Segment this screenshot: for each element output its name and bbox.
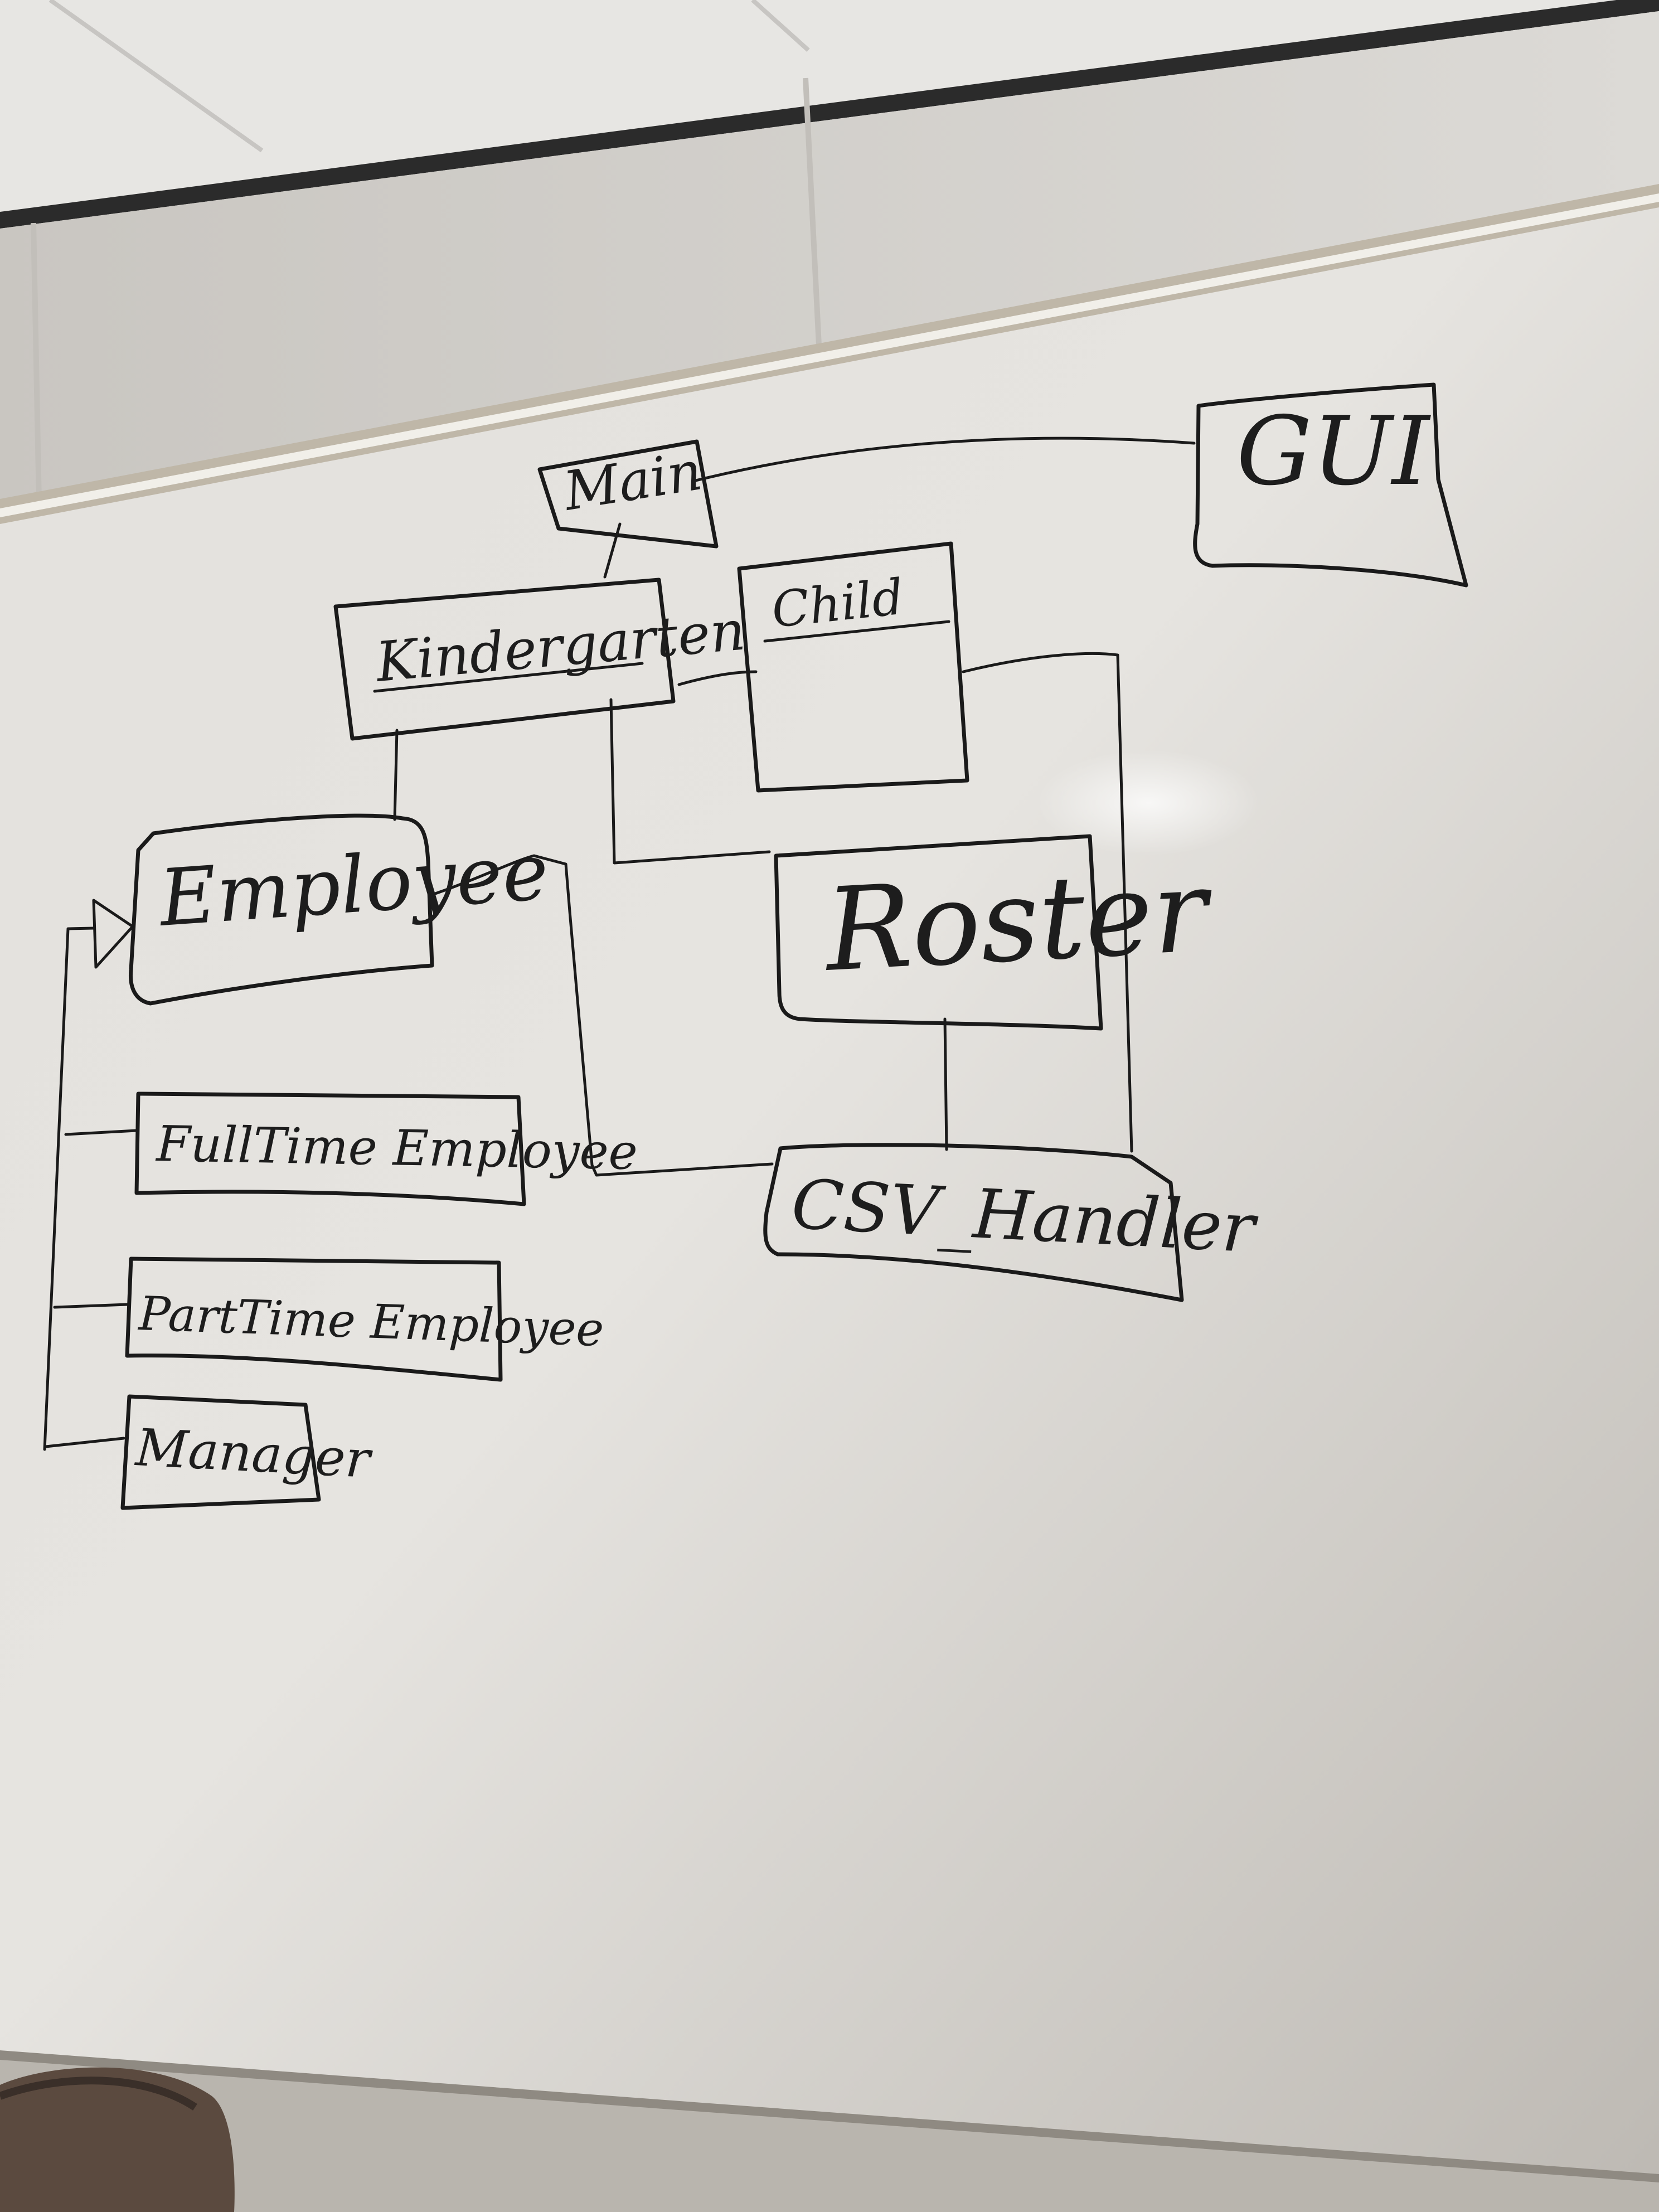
roster-label: Roster [820,845,1216,997]
kindergarten-box [333,578,676,741]
parttime-branch-line [53,1303,129,1309]
inheritance-bus-line [43,926,95,1451]
wall [0,11,1659,513]
roster-csv-handler-line [943,1017,948,1151]
gui-label: GUI [1236,396,1431,507]
full-time-employee-label: FullTime Employee [155,1115,638,1181]
child-box [737,541,969,793]
main-kindergarten-line [603,522,622,579]
csv-handler-box [763,1143,1184,1302]
employee-box [128,813,434,1006]
child-label: Child [769,568,906,639]
child-csv-handler-line [962,652,1133,1153]
fulltime-branch-line [64,1129,138,1136]
diagram-boxes [120,382,1468,1510]
whiteboard [0,184,1659,2212]
manager-box [120,1394,321,1510]
gui-box [1193,382,1468,588]
ceiling [0,0,1659,229]
parttime-box [125,1257,503,1382]
fulltime-box [134,1092,526,1206]
roster-box [774,834,1103,1031]
main-box [537,439,719,549]
kindergarten-underline [373,662,644,693]
kindergarten-roster-line [609,698,771,865]
chair-back [0,2067,235,2212]
kindergarten-employee-line [393,729,399,821]
inheritance-arrow [92,899,134,969]
child-divider [763,620,950,643]
employee-csv-handler-line [429,854,774,1177]
kindergarten-child-line [677,670,758,686]
board-tray [0,2050,1659,2212]
manager-label: Manager [133,1418,375,1490]
manager-branch-line [44,1437,125,1448]
connectors [43,436,1196,1451]
main-gui-line [694,436,1196,482]
